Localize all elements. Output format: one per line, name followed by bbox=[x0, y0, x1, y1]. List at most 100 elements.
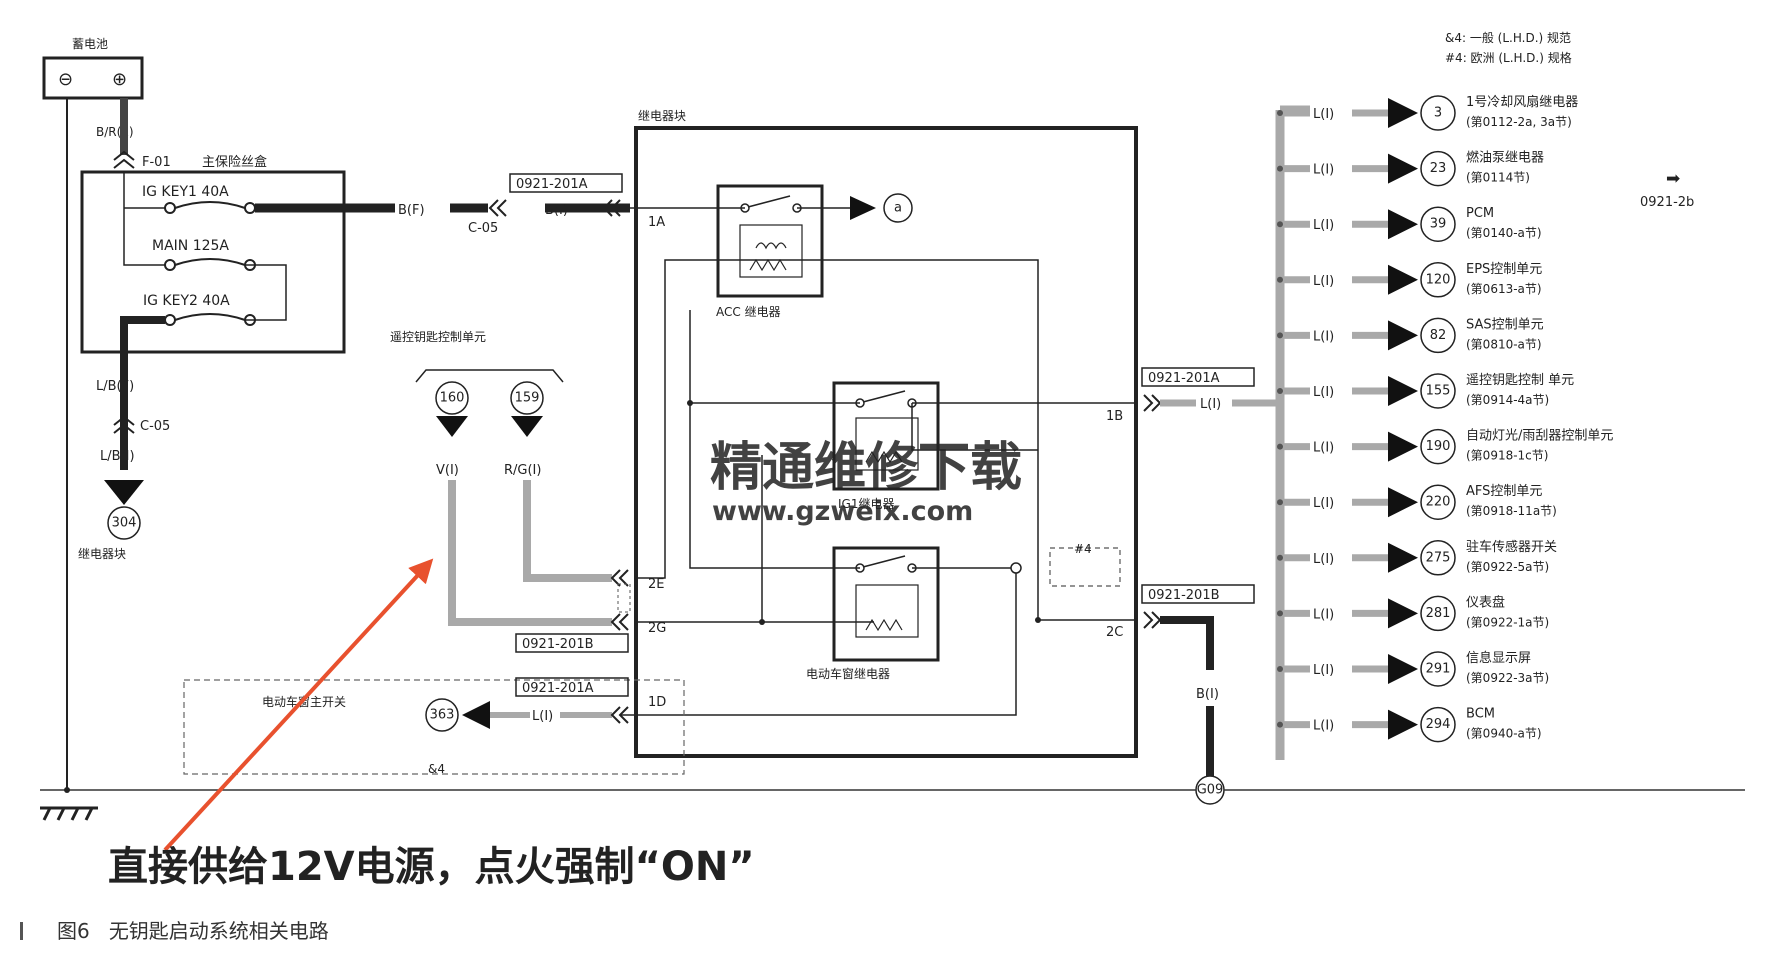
window-switch-wire: L(I) bbox=[532, 709, 553, 724]
conn-2c-code: 0921-201B bbox=[1148, 588, 1220, 603]
figure-caption: 图6 无钥匙启动系统相关电路 bbox=[20, 915, 329, 944]
left-connector: C-05 bbox=[140, 419, 170, 434]
output-wire: L(I) bbox=[1313, 496, 1334, 511]
output-section: (第0914-4a节) bbox=[1466, 393, 1549, 407]
remote-terminal-160: 160 bbox=[440, 391, 465, 406]
output-section: (第0112-2a, 3a节) bbox=[1466, 115, 1572, 129]
ref-page: 0921-2b bbox=[1640, 195, 1694, 210]
remote-wire-rg: R/G(I) bbox=[504, 463, 541, 478]
feed-wire: B(F) B(I) C-05 0921-201A bbox=[398, 173, 623, 236]
battery-plus-icon: ⊕ bbox=[112, 69, 127, 90]
caption-fig: 图6 bbox=[57, 919, 90, 943]
output-wire: L(I) bbox=[1313, 107, 1334, 122]
left-lower-feed: L/B(F) C-05 L/B(I) 304 继电器块 bbox=[78, 316, 170, 561]
output-wire: L(I) bbox=[1313, 385, 1334, 400]
output-name: AFS控制单元 bbox=[1466, 484, 1542, 499]
feed-connector: C-05 bbox=[468, 221, 498, 236]
battery-minus-icon: ⊖ bbox=[58, 69, 73, 90]
output-name: EPS控制单元 bbox=[1466, 262, 1542, 277]
output-name: 遥控钥匙控制 单元 bbox=[1466, 373, 1574, 388]
window-switch-conn-code: 0921-201A bbox=[522, 681, 594, 696]
output-section: (第0114节) bbox=[1466, 171, 1530, 185]
eu-spec-tag: #4 bbox=[1074, 542, 1092, 556]
window-master-switch: 电动车窗主开关 363 L(I) 0921-201A &4 bbox=[183, 677, 685, 776]
battery-label: 蓄电池 bbox=[72, 37, 108, 51]
battery: 蓄电池 ⊖ ⊕ B/R(E) bbox=[42, 37, 144, 139]
output-section: (第0940-a节) bbox=[1466, 727, 1542, 741]
annotation-arrow bbox=[163, 558, 434, 852]
pin-1b: 1B bbox=[1106, 409, 1123, 424]
output-terminal: 39 bbox=[1430, 217, 1447, 232]
pin-2e: 2E bbox=[648, 577, 665, 592]
output-section: (第0922-1a节) bbox=[1466, 615, 1549, 629]
output-name: 驻车传感器开关 bbox=[1466, 539, 1557, 555]
relay-block-label: 继电器块 bbox=[638, 109, 686, 123]
feed-conn-code: 0921-201A bbox=[516, 177, 588, 192]
remote-terminal-159: 159 bbox=[515, 391, 540, 406]
acc-output-a: a bbox=[894, 201, 902, 216]
output-name: PCM bbox=[1466, 206, 1494, 221]
remote-wire-v: V(I) bbox=[436, 463, 459, 478]
output-row: L(I) 3 1号冷却风扇继电器 (第0112-2a, 3a节) bbox=[1277, 94, 1578, 131]
fusebox-code: F-01 bbox=[142, 155, 171, 170]
watermark-line-2: www.gzweix.com bbox=[712, 496, 973, 527]
wire-2c: B(I) bbox=[1196, 687, 1219, 702]
caption-bar bbox=[20, 922, 23, 940]
right-feeds: 0921-201A L(I) 0921-201B B(I) G09 bbox=[1141, 367, 1280, 805]
relay-block: 继电器块 ACC 继电器 a 1A IG1继电器 电动车窗继电器 bbox=[620, 109, 1138, 758]
output-name: BCM bbox=[1466, 707, 1495, 722]
remote-label: 遥控钥匙控制单元 bbox=[390, 330, 486, 344]
output-wire: L(I) bbox=[1313, 218, 1334, 233]
output-wire: L(I) bbox=[1313, 329, 1334, 344]
fuse-ig-key2: IG KEY2 40A bbox=[143, 293, 230, 309]
output-wire: L(I) bbox=[1313, 441, 1334, 456]
output-terminal: 220 bbox=[1426, 495, 1451, 510]
output-section: (第0918-1c节) bbox=[1466, 449, 1548, 463]
chassis-ground-icon bbox=[40, 806, 98, 821]
left-terminal-label: 继电器块 bbox=[78, 547, 126, 561]
output-name: 1号冷却风扇继电器 bbox=[1466, 94, 1578, 110]
annotation-text: 直接供给12V电源，点火强制“ON” bbox=[108, 844, 755, 890]
output-terminal: 275 bbox=[1426, 550, 1451, 565]
window-relay-label: 电动车窗继电器 bbox=[806, 666, 890, 681]
output-wire: L(I) bbox=[1313, 719, 1334, 734]
conn-1b-code: 0921-201A bbox=[1148, 371, 1220, 386]
output-wire: L(I) bbox=[1313, 274, 1334, 289]
window-switch-tag: &4 bbox=[428, 762, 445, 776]
feed-wire-right: B(I) bbox=[545, 203, 568, 218]
window-switch-terminal: 363 bbox=[430, 708, 455, 723]
left-wire-top: L/B(F) bbox=[96, 379, 134, 394]
output-wire: L(I) bbox=[1313, 552, 1334, 567]
output-wire: L(I) bbox=[1313, 163, 1334, 178]
pin-1a: 1A bbox=[648, 215, 665, 230]
output-terminal: 291 bbox=[1426, 662, 1451, 677]
acc-relay-label: ACC 继电器 bbox=[716, 305, 781, 319]
watermark-line-1: 精通维修下载 bbox=[710, 438, 1022, 498]
remote-conn-code: 0921-201B bbox=[522, 637, 594, 652]
output-terminal: 294 bbox=[1426, 717, 1451, 732]
output-row: L(I) 155 遥控钥匙控制 单元 (第0914-4a节) bbox=[1277, 373, 1574, 409]
remote-key-unit: 遥控钥匙控制单元 160 159 V(I) R/G(I) 0921-201B bbox=[390, 330, 631, 653]
fuse-main: MAIN 125A bbox=[152, 238, 229, 254]
pin-2c: 2C bbox=[1106, 625, 1123, 640]
output-terminal: 155 bbox=[1426, 384, 1451, 399]
output-name: 燃油泵继电器 bbox=[1466, 150, 1544, 166]
output-section: (第0810-a节) bbox=[1466, 337, 1542, 351]
output-section: (第0613-a节) bbox=[1466, 282, 1542, 296]
output-wire: L(I) bbox=[1313, 607, 1334, 622]
ig1-relay-label: IG1继电器 bbox=[838, 497, 894, 511]
output-name: 信息显示屏 bbox=[1466, 650, 1531, 666]
output-name: 自动灯光/雨刮器控制单元 bbox=[1466, 429, 1613, 444]
output-terminal: 3 bbox=[1434, 106, 1442, 121]
ground-g09: G09 bbox=[1197, 783, 1224, 798]
output-wire: L(I) bbox=[1313, 663, 1334, 678]
